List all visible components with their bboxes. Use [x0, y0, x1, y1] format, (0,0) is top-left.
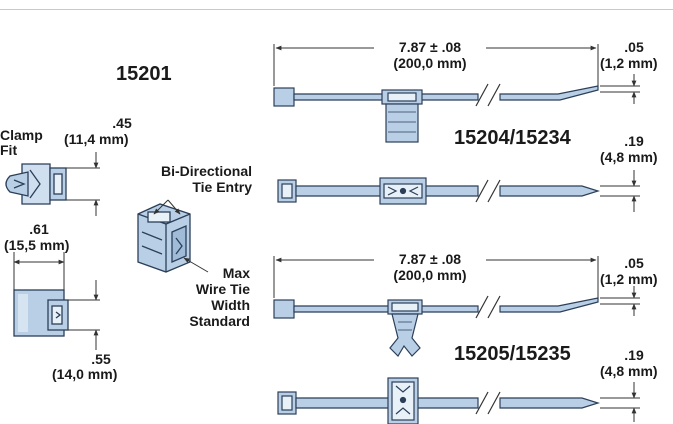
bottom-tie-break [475, 295, 501, 319]
dim-055-lines [68, 280, 100, 350]
part-number-15201: 15201 [116, 63, 172, 85]
dim-045-lines [66, 152, 100, 216]
max-width-label-2: Wire Tie [195, 281, 250, 297]
bottom-tie-top-break [475, 391, 501, 415]
part-number-15204: 15204/15234 [454, 127, 571, 149]
leader-lines [153, 199, 209, 273]
bi-directional-label-2: Tie Entry [192, 179, 252, 195]
bottom-width-mm: (4,8 mm) [600, 363, 658, 379]
bottom-width-in: .19 [624, 347, 644, 363]
bottom-length-dim [273, 256, 599, 298]
bottom-length-mm: (200,0 mm) [393, 267, 467, 283]
top-length-dim [273, 44, 599, 86]
clamp-side-view [5, 163, 67, 205]
bottom-tie-side [273, 297, 599, 357]
dim-061-mm: (15,5 mm) [4, 237, 70, 253]
top-length-in: 7.87 ± .08 [398, 39, 462, 55]
clamp-iso-view [137, 203, 191, 273]
part-number-15205: 15205/15235 [454, 343, 571, 365]
max-width-label-4: Standard [189, 313, 250, 329]
top-length-mm: (200,0 mm) [393, 55, 467, 71]
top-thickness-in: .05 [624, 39, 644, 55]
bottom-width-dim [600, 382, 640, 422]
dim-055-in: .55 [91, 351, 111, 367]
bottom-tie-top [277, 377, 601, 424]
top-tie-top-break [475, 179, 501, 203]
top-thickness-dim [600, 74, 640, 104]
max-width-label-1: Max [222, 265, 250, 281]
bottom-thickness-in: .05 [624, 255, 644, 271]
top-width-in: .19 [624, 133, 644, 149]
dim-055-mm: (14,0 mm) [52, 366, 118, 382]
top-tie-top [277, 177, 601, 205]
dim-045-in: .45 [112, 115, 132, 131]
bottom-length-in: 7.87 ± .08 [398, 251, 462, 267]
top-width-mm: (4,8 mm) [600, 149, 658, 165]
top-tie-break [475, 83, 501, 107]
dim-061-in: .61 [29, 221, 49, 237]
bottom-thickness-mm: (1,2 mm) [600, 271, 658, 287]
top-thickness-mm: (1,2 mm) [600, 55, 658, 71]
max-width-label-3: Width [211, 297, 250, 313]
top-width-dim [600, 170, 640, 212]
bi-directional-label-1: Bi-Directional [160, 163, 252, 179]
clamp-fit-label-2: Fit [0, 142, 18, 158]
dim-061-lines [13, 252, 65, 290]
clamp-fit-label-1: Clamp [0, 127, 43, 143]
top-divider [0, 9, 673, 10]
top-tie-side [273, 85, 599, 143]
bottom-thickness-dim [600, 286, 640, 316]
dim-045-mm: (11,4 mm) [64, 131, 129, 147]
clamp-front-view [13, 289, 69, 337]
